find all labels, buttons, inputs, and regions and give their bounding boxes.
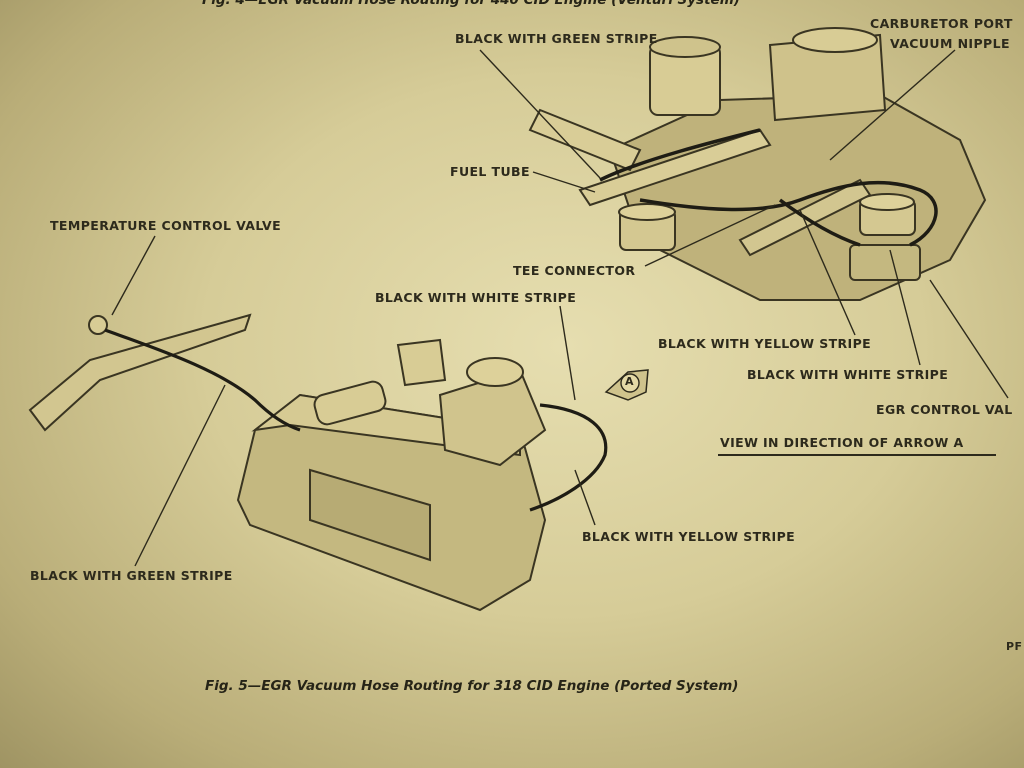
label-temperature-control-valve: TEMPERATURE CONTROL VALVE — [50, 218, 282, 233]
label-black-white-right: BLACK WITH WHITE STRIPE — [747, 367, 949, 382]
label-carburetor-port: CARBURETOR PORT — [870, 16, 1013, 31]
label-black-yellow-bottom: BLACK WITH YELLOW STRIPE — [582, 529, 796, 544]
fig4-leader-lines — [479, 49, 1009, 399]
label-vacuum-nipple: VACUUM NIPPLE — [890, 36, 1010, 51]
label-egr-control-valve: EGR CONTROL VAL — [876, 402, 1013, 417]
fig5-caption: Fig. 5—EGR Vacuum Hose Routing for 318 C… — [205, 678, 739, 694]
label-black-green-top: BLACK WITH GREEN STRIPE — [455, 31, 658, 46]
arrow-a-marker — [604, 369, 649, 401]
carburetor-assembly — [528, 27, 987, 301]
label-black-white-left: BLACK WITH WHITE STRIPE — [375, 290, 577, 305]
fig5-hoses — [104, 328, 608, 512]
fig4-caption: Fig. 4—EGR Vacuum Hose Routing for 440 C… — [202, 0, 740, 8]
fig4-hoses — [599, 128, 938, 247]
label-view-direction-arrow-a: VIEW IN DIRECTION OF ARROW A — [720, 435, 964, 450]
label-black-green-bottom: BLACK WITH GREEN STRIPE — [30, 568, 233, 583]
label-tee-connector: TEE CONNECTOR — [513, 263, 636, 278]
page-code: PF — [1006, 640, 1023, 653]
valve-cover — [236, 338, 547, 612]
arrow-a-letter: A — [625, 375, 634, 388]
label-fuel-tube: FUEL TUBE — [450, 164, 530, 179]
view-underline — [718, 454, 996, 456]
label-black-yellow-top: BLACK WITH YELLOW STRIPE — [658, 336, 872, 351]
temperature-valve-bracket — [28, 313, 252, 432]
fig5-leader-lines — [111, 235, 596, 567]
